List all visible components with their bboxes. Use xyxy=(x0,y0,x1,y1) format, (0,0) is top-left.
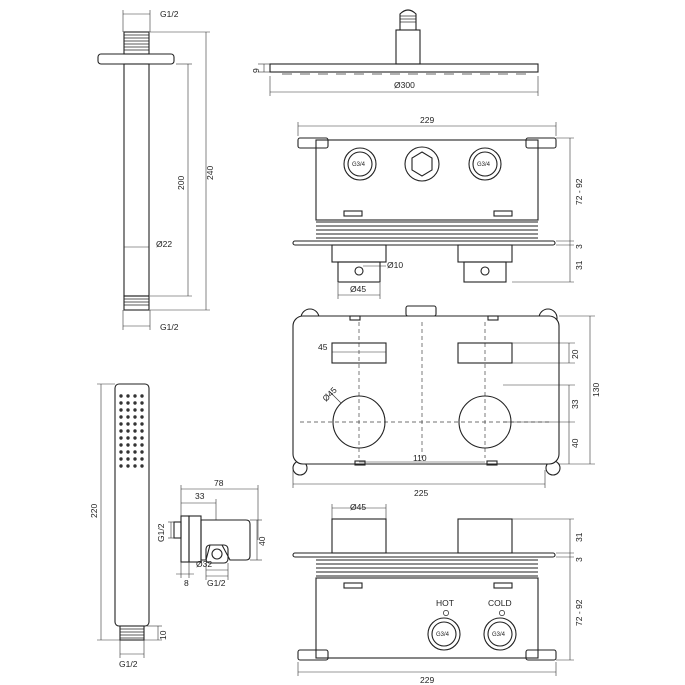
valve-bottom-view: Ø45 HOT COLD G3/4 G3/4 xyxy=(292,502,584,685)
wall-elbow: 78 33 40 G1/2 Ø32 8 G1/2 xyxy=(156,478,267,588)
front-width-45-label: 45 xyxy=(318,342,328,352)
front-width-225-label: 225 xyxy=(414,488,428,498)
elbow-diameter-32-label: Ø32 xyxy=(196,559,212,569)
plate-thickness-top-label: 3 xyxy=(574,244,584,249)
hand-10-label: 10 xyxy=(158,630,168,640)
shower-arm: G1/2 G1/2 Ø22 200 2 xyxy=(97,9,215,332)
arm-length-200-label: 200 xyxy=(176,176,186,190)
knob-height-top-label: 31 xyxy=(574,260,584,270)
bottom-port-left-label: G3/4 xyxy=(436,632,450,638)
cold-label: COLD xyxy=(488,598,512,608)
elbow-thread-top-label: G1/2 xyxy=(156,523,166,542)
front-40-label: 40 xyxy=(570,438,580,448)
stem-diameter-label: Ø10 xyxy=(387,260,403,270)
front-spacing-110-label: 110 xyxy=(413,453,427,463)
valve-front-view: 45 Ø45 110 225 20 33 40 130 xyxy=(292,305,601,498)
arm-length-240-label: 240 xyxy=(205,166,215,180)
bottom-port-right-label: G3/4 xyxy=(492,632,506,638)
port-left-label: G3/4 xyxy=(352,162,366,168)
hand-nozzles xyxy=(119,394,144,468)
hand-shower: 220 10 G1/2 xyxy=(89,383,168,669)
arm-bottom-thread-label: G1/2 xyxy=(160,322,179,332)
bottom-knob-diameter-label: Ø45 xyxy=(350,502,366,512)
front-20-label: 20 xyxy=(570,349,580,359)
shower-head: 9 Ø300 xyxy=(251,9,539,96)
front-130-label: 130 xyxy=(591,383,601,397)
elbow-78-label: 78 xyxy=(214,478,224,488)
hand-thread-label: G1/2 xyxy=(119,659,138,669)
elbow-40-label: 40 xyxy=(257,536,267,546)
valve-top-width-label: 229 xyxy=(420,115,434,125)
bottom-3-label: 3 xyxy=(574,557,584,562)
front-33-label: 33 xyxy=(570,399,580,409)
arm-diameter-label: Ø22 xyxy=(156,239,172,249)
bottom-width-label: 229 xyxy=(420,675,434,685)
elbow-8-label: 8 xyxy=(184,578,189,588)
valve-top-view: 229 G3/4 G3/4 xyxy=(292,115,584,299)
hot-label: HOT xyxy=(436,598,454,608)
elbow-thread-bottom-label: G1/2 xyxy=(207,578,226,588)
arm-top-thread-label: G1/2 xyxy=(160,9,179,19)
knob-diameter-top-label: Ø45 xyxy=(350,284,366,294)
elbow-33-label: 33 xyxy=(195,491,205,501)
hand-length-label: 220 xyxy=(89,504,99,518)
head-diameter-label: Ø300 xyxy=(394,80,415,90)
head-height-label: 9 xyxy=(251,68,261,73)
bottom-depth-range-label: 72 - 92 xyxy=(574,599,584,626)
bottom-31-label: 31 xyxy=(574,532,584,542)
port-right-label: G3/4 xyxy=(477,162,491,168)
depth-range-top-label: 72 - 92 xyxy=(574,178,584,205)
